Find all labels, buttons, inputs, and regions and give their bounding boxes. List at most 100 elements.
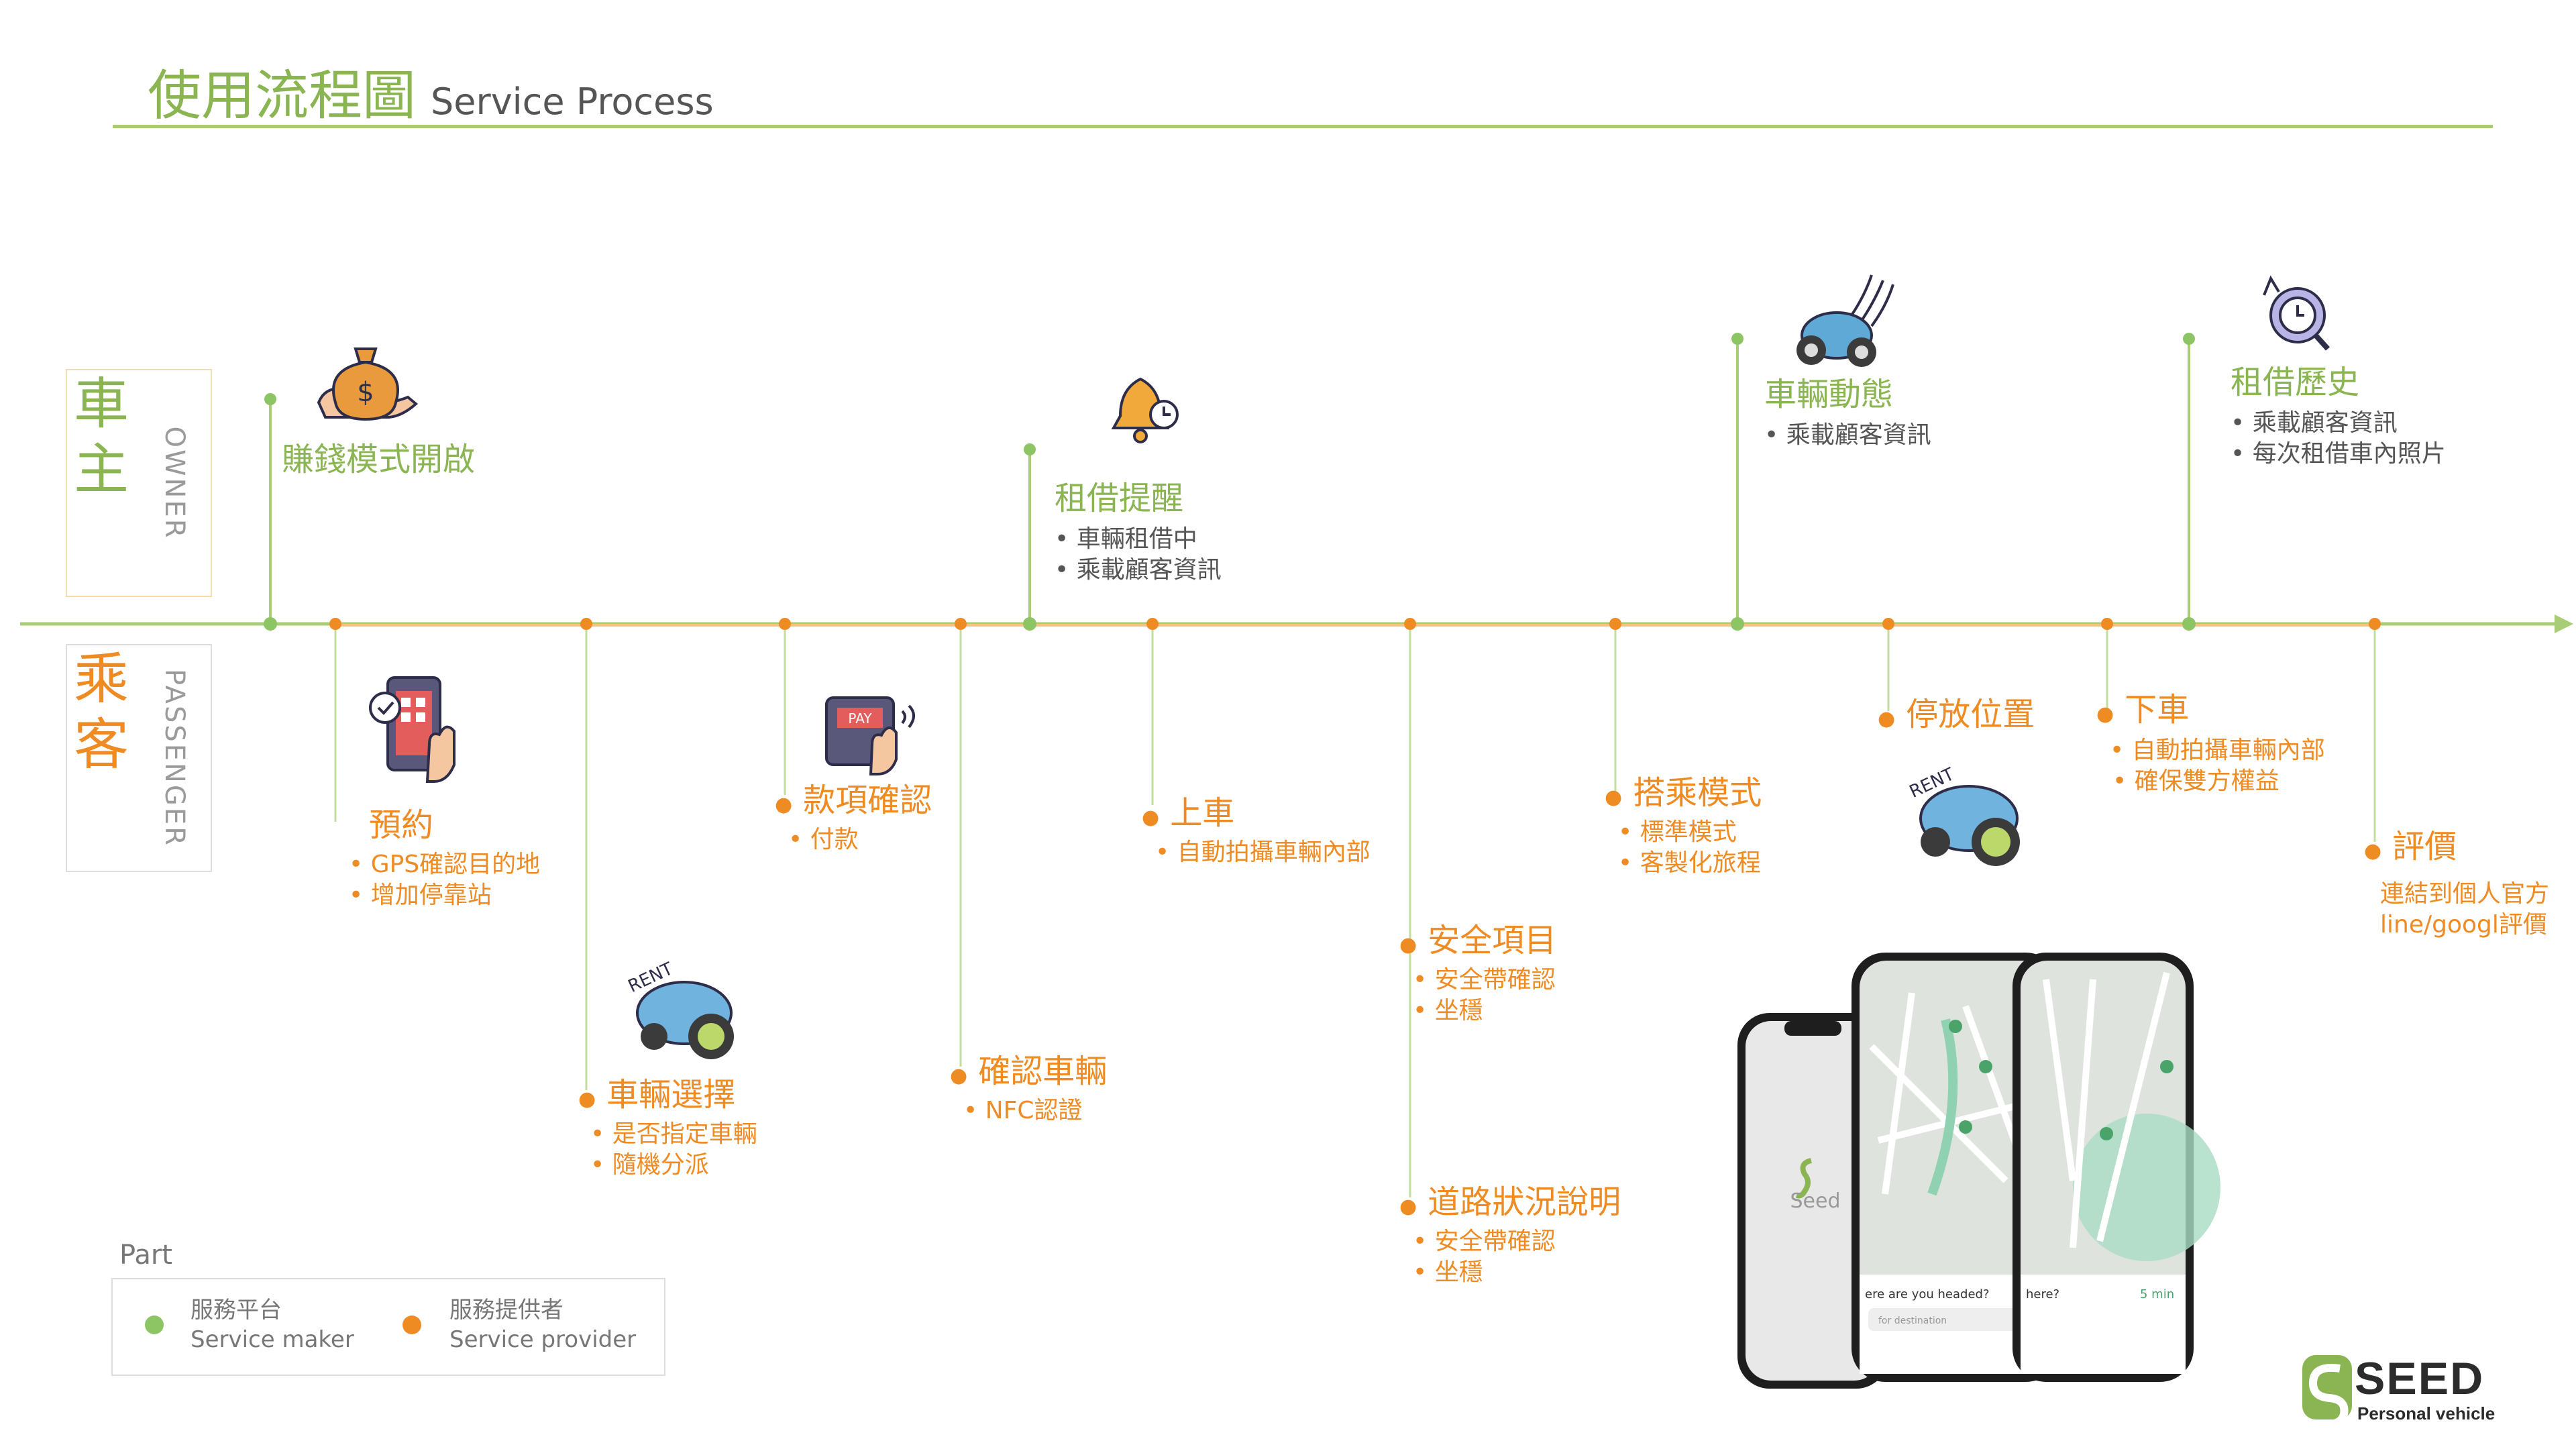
owner-step-rental-alert: 租借提醒 車輛租借中 乘載顧客資訊 [1055,472,1222,586]
passenger-step-vehicle-select: ●車輛選擇 是否指定車輛 隨機分派 [576,1068,757,1181]
legend-cn: 服務提供者 [449,1297,564,1324]
step-bullets: 連結到個人官方 line/googl評價 [2380,879,2549,941]
step-bullets: 車輛租借中 乘載顧客資訊 [1055,524,1222,586]
step-title: ●車輛選擇 [578,1076,736,1114]
step-title: ●評價 [2364,828,2457,865]
dot-p-8 [1882,618,1894,630]
bullet: 乘載顧客資訊 [2231,408,2446,439]
step-title-text: 車輛選擇 [606,1076,736,1114]
passenger-step-rating: ●評價 連結到個人官方 line/googl評價 [2364,820,2549,941]
dot-owner-4-axis [2182,617,2196,631]
passenger-role-en: PASSENGER [159,669,190,847]
bullet: 車輛租借中 [1055,524,1222,555]
vehicle-moving-icon [1796,274,1894,367]
bullet: NFC認證 [963,1095,1107,1126]
dot-p-1 [329,618,341,630]
step-bullets: 乘載顧客資訊 [1764,420,1931,451]
passenger-step-parking: ●停放位置 [1878,688,2035,735]
phone-app-brand: Seed [1790,1189,1841,1213]
seed-logo-icon [2302,1355,2352,1429]
step-title-text: 搭乘模式 [1633,774,1762,812]
owner-role-box: 車主 OWNER [66,369,212,597]
passenger-axis-dots [329,618,2381,630]
bullet: 自動拍攝車輛內部 [1155,837,1371,868]
legend-en: Service provider [449,1326,637,1353]
title-en: Service Process [431,80,714,123]
dot-owner-3-axis [1731,617,1744,631]
phone-eta: 5 min [2140,1287,2174,1301]
passenger-step-ride-mode: ●搭乘模式 標準模式 客製化旅程 [1605,766,1762,879]
step-title: 預約 [369,806,434,844]
dot-p-5 [1146,618,1159,630]
legend-dot-green [145,1316,164,1334]
passenger-stems [334,624,2376,1197]
svg-text:$: $ [357,377,374,408]
bullet: 標準模式 [1618,817,1762,848]
legend-en: Service maker [191,1326,354,1353]
legend-label: Part [119,1240,172,1271]
phone-middle: ere are you headed? for destination [1851,953,2059,1382]
bullet-continued: 確保雙方權益 [2112,766,2325,797]
phone-front: Seed [1737,1013,1888,1389]
legend-item-provider: 服務提供者 Service provider [449,1295,636,1354]
bullet: GPS確認目的地 [349,849,540,880]
owner-role-en: OWNER [159,426,190,540]
bullet: 坐穩 [1413,1257,1621,1288]
owner-step-rental-history: 租借歷史 乘載顧客資訊 每次租借車內照片 [2231,356,2446,470]
phone-search: for destination [1878,1316,1947,1326]
phone-prompt-2: here? [2026,1287,2059,1301]
bullet: 乘載顧客資訊 [1764,420,1931,451]
step-bullets: GPS確認目的地 增加停靠站 [349,849,540,911]
step-title: ●款項確認 [775,782,932,819]
passenger-role-box: 乘客 PASSENGER [66,644,212,872]
history-search-icon [2263,275,2330,351]
phone-back: here? 5 min [2012,953,2220,1382]
step-title-text: 確認車輛 [978,1053,1108,1090]
step-title: ●搭乘模式 [1605,774,1762,812]
step-title: ●停放位置 [1878,696,2035,733]
bullet: 乘載顧客資訊 [1055,555,1222,586]
bullet: line/googl評價 [2380,911,2547,938]
bullet: 自動拍攝車輛內部 [2110,735,2325,766]
legend-item-maker: 服務平台 Service maker [191,1295,354,1354]
step-title-text: 道路狀況說明 [1428,1183,1621,1221]
brand-name: SEED [2355,1353,2485,1404]
bullet-continued-text: 確保雙方權益 [2134,767,2279,795]
dot-owner-1-axis [264,617,277,631]
passenger-step-booking: 預約 GPS確認目的地 增加停靠站 [335,798,540,911]
step-title: ●確認車輛 [950,1053,1108,1090]
step-title: 賺錢模式開啟 [282,441,476,478]
owner-role-cn: 車主 [74,372,129,502]
legend-dot-orange [402,1316,421,1334]
svg-text:PAY: PAY [848,710,872,727]
step-title-text: 款項確認 [803,782,932,819]
step-title: ●安全項目 [1399,922,1557,959]
step-title-text: 停放位置 [1906,696,2035,733]
timeline-arrow-head [2555,614,2573,633]
rent-vehicle-icon-1: RENT [625,959,734,1059]
step-title-text: 上車 [1170,794,1235,832]
bullet: 連結到個人官方 [2380,880,2550,908]
dot-owner-2-axis [1023,617,1036,631]
bullet: 增加停靠站 [349,880,540,911]
dot-p-3 [779,618,791,630]
legend: 服務平台 Service maker 服務提供者 Service provide… [111,1278,665,1376]
bullet: 每次租借車內照片 [2231,439,2446,470]
step-bullets: 標準模式 客製化旅程 [1618,817,1762,879]
step-title-text: 評價 [2392,828,2457,865]
step-title: 車輛動態 [1764,376,1894,413]
step-bullets: 自動拍攝車輛內部 [1155,837,1371,868]
owner-step-earn-mode: 賺錢模式開啟 [282,433,475,480]
bullet: 客製化旅程 [1618,848,1762,879]
step-title-text: 下車 [2125,691,2190,729]
passenger-step-board: ●上車 自動拍攝車輛內部 [1142,786,1371,868]
legend-cn: 服務平台 [191,1297,282,1324]
brand-tagline: Personal vehicle [2357,1403,2496,1424]
owner-stems [269,339,2190,624]
passenger-step-safety: ●安全項目 安全帶確認 坐穩 [1399,914,1556,1026]
bullet: 安全帶確認 [1413,1226,1621,1257]
bullet: 隨機分派 [590,1150,757,1181]
dot-p-4 [955,618,967,630]
app-phone-mockups: Seed ere are you headed? for destination… [1737,953,2220,1389]
